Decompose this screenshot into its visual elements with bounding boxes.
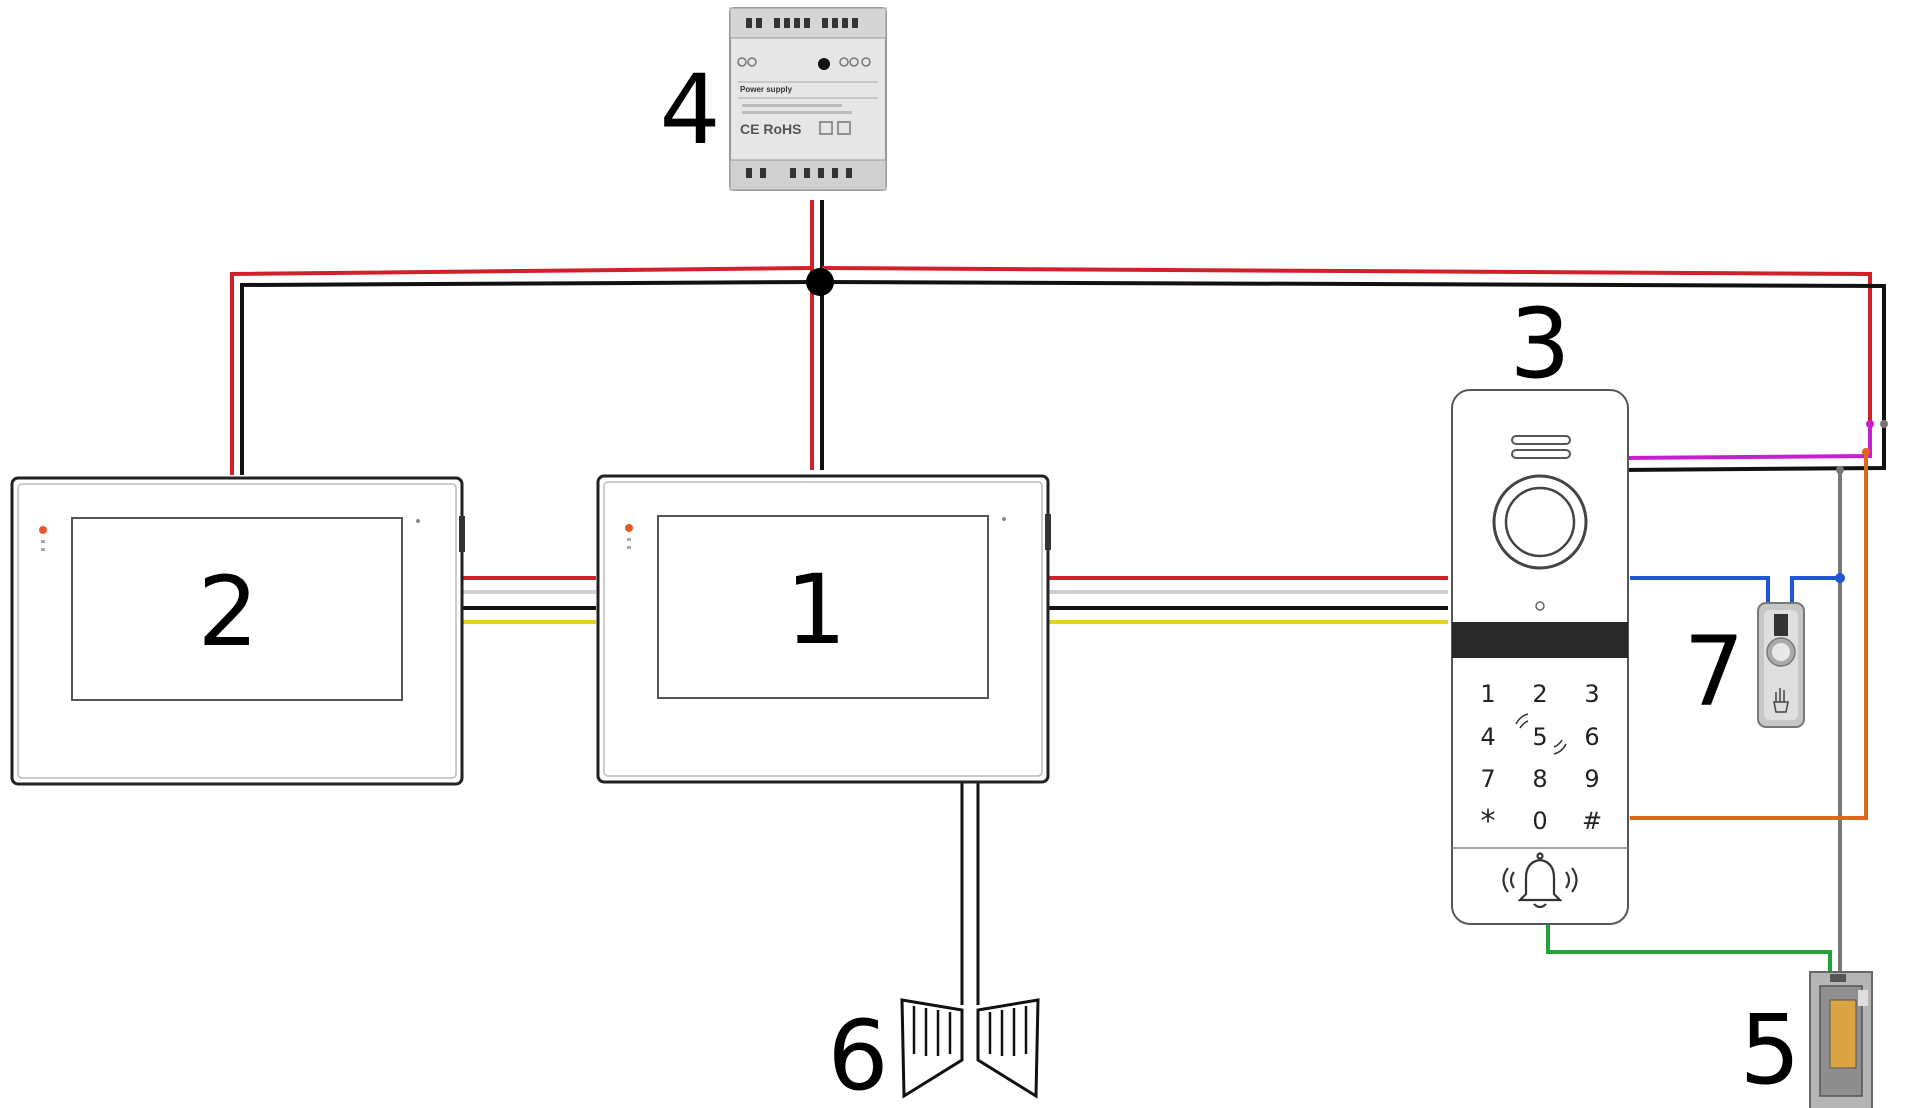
label-power-supply: 4 (659, 54, 720, 166)
psu-marks: CE RoHS (740, 121, 801, 137)
bus-junction (806, 268, 834, 296)
exit-button (1757, 602, 1805, 728)
key-1[interactable]: 1 (1480, 680, 1495, 708)
key-7[interactable]: 7 (1480, 765, 1495, 793)
label-door-station: 3 (1509, 288, 1570, 400)
gray-lock-junction (1836, 466, 1844, 474)
wire-orange (1630, 452, 1868, 820)
bell-icon[interactable] (1502, 852, 1578, 909)
door-station: 1 2 3 4 5 6 7 8 9 * 0 # (1451, 389, 1629, 925)
wire-green (1546, 922, 1832, 975)
label-exit-button: 7 (1683, 616, 1744, 728)
key-5[interactable]: 5 (1532, 723, 1547, 751)
key-8[interactable]: 8 (1532, 765, 1547, 793)
key-3[interactable]: 3 (1584, 680, 1599, 708)
key-9[interactable]: 9 (1584, 765, 1599, 793)
monitor-main (596, 474, 1051, 784)
wire-bus-red-right (821, 266, 1872, 424)
key-6[interactable]: 6 (1584, 723, 1599, 751)
key-0[interactable]: 0 (1532, 807, 1547, 835)
key-2[interactable]: 2 (1532, 680, 1547, 708)
key-star[interactable]: * (1481, 804, 1496, 839)
nfc-icon (1515, 713, 1567, 755)
label-monitor-main: 1 (785, 554, 846, 666)
power-supply: Power supply CE RoHS (729, 7, 887, 191)
key-hash[interactable]: # (1582, 807, 1602, 835)
wire-magenta (1625, 424, 1872, 460)
rfid-strip (1452, 622, 1628, 658)
gate-icon (900, 998, 1040, 1099)
magenta-junction (1866, 420, 1874, 428)
label-monitor-second: 2 (197, 556, 258, 668)
wires (230, 200, 1886, 1005)
monitor-second (10, 476, 465, 786)
gray-junction (1880, 420, 1888, 428)
label-electric-strike: 5 (1739, 994, 1800, 1106)
wire-blue-2 (1790, 576, 1840, 605)
label-gate: 6 (827, 1000, 888, 1108)
blue-junction (1835, 573, 1845, 583)
key-4[interactable]: 4 (1480, 723, 1495, 751)
wire-bus-black-right (821, 280, 1886, 472)
speaker-grille (1511, 435, 1571, 445)
wire-bus-red-left (230, 266, 813, 475)
orange-junction (1862, 448, 1870, 456)
electric-strike (1809, 971, 1873, 1108)
wire-blue-1 (1630, 576, 1770, 605)
psu-title: Power supply (740, 85, 793, 94)
wire-bus-black-left (240, 280, 823, 475)
